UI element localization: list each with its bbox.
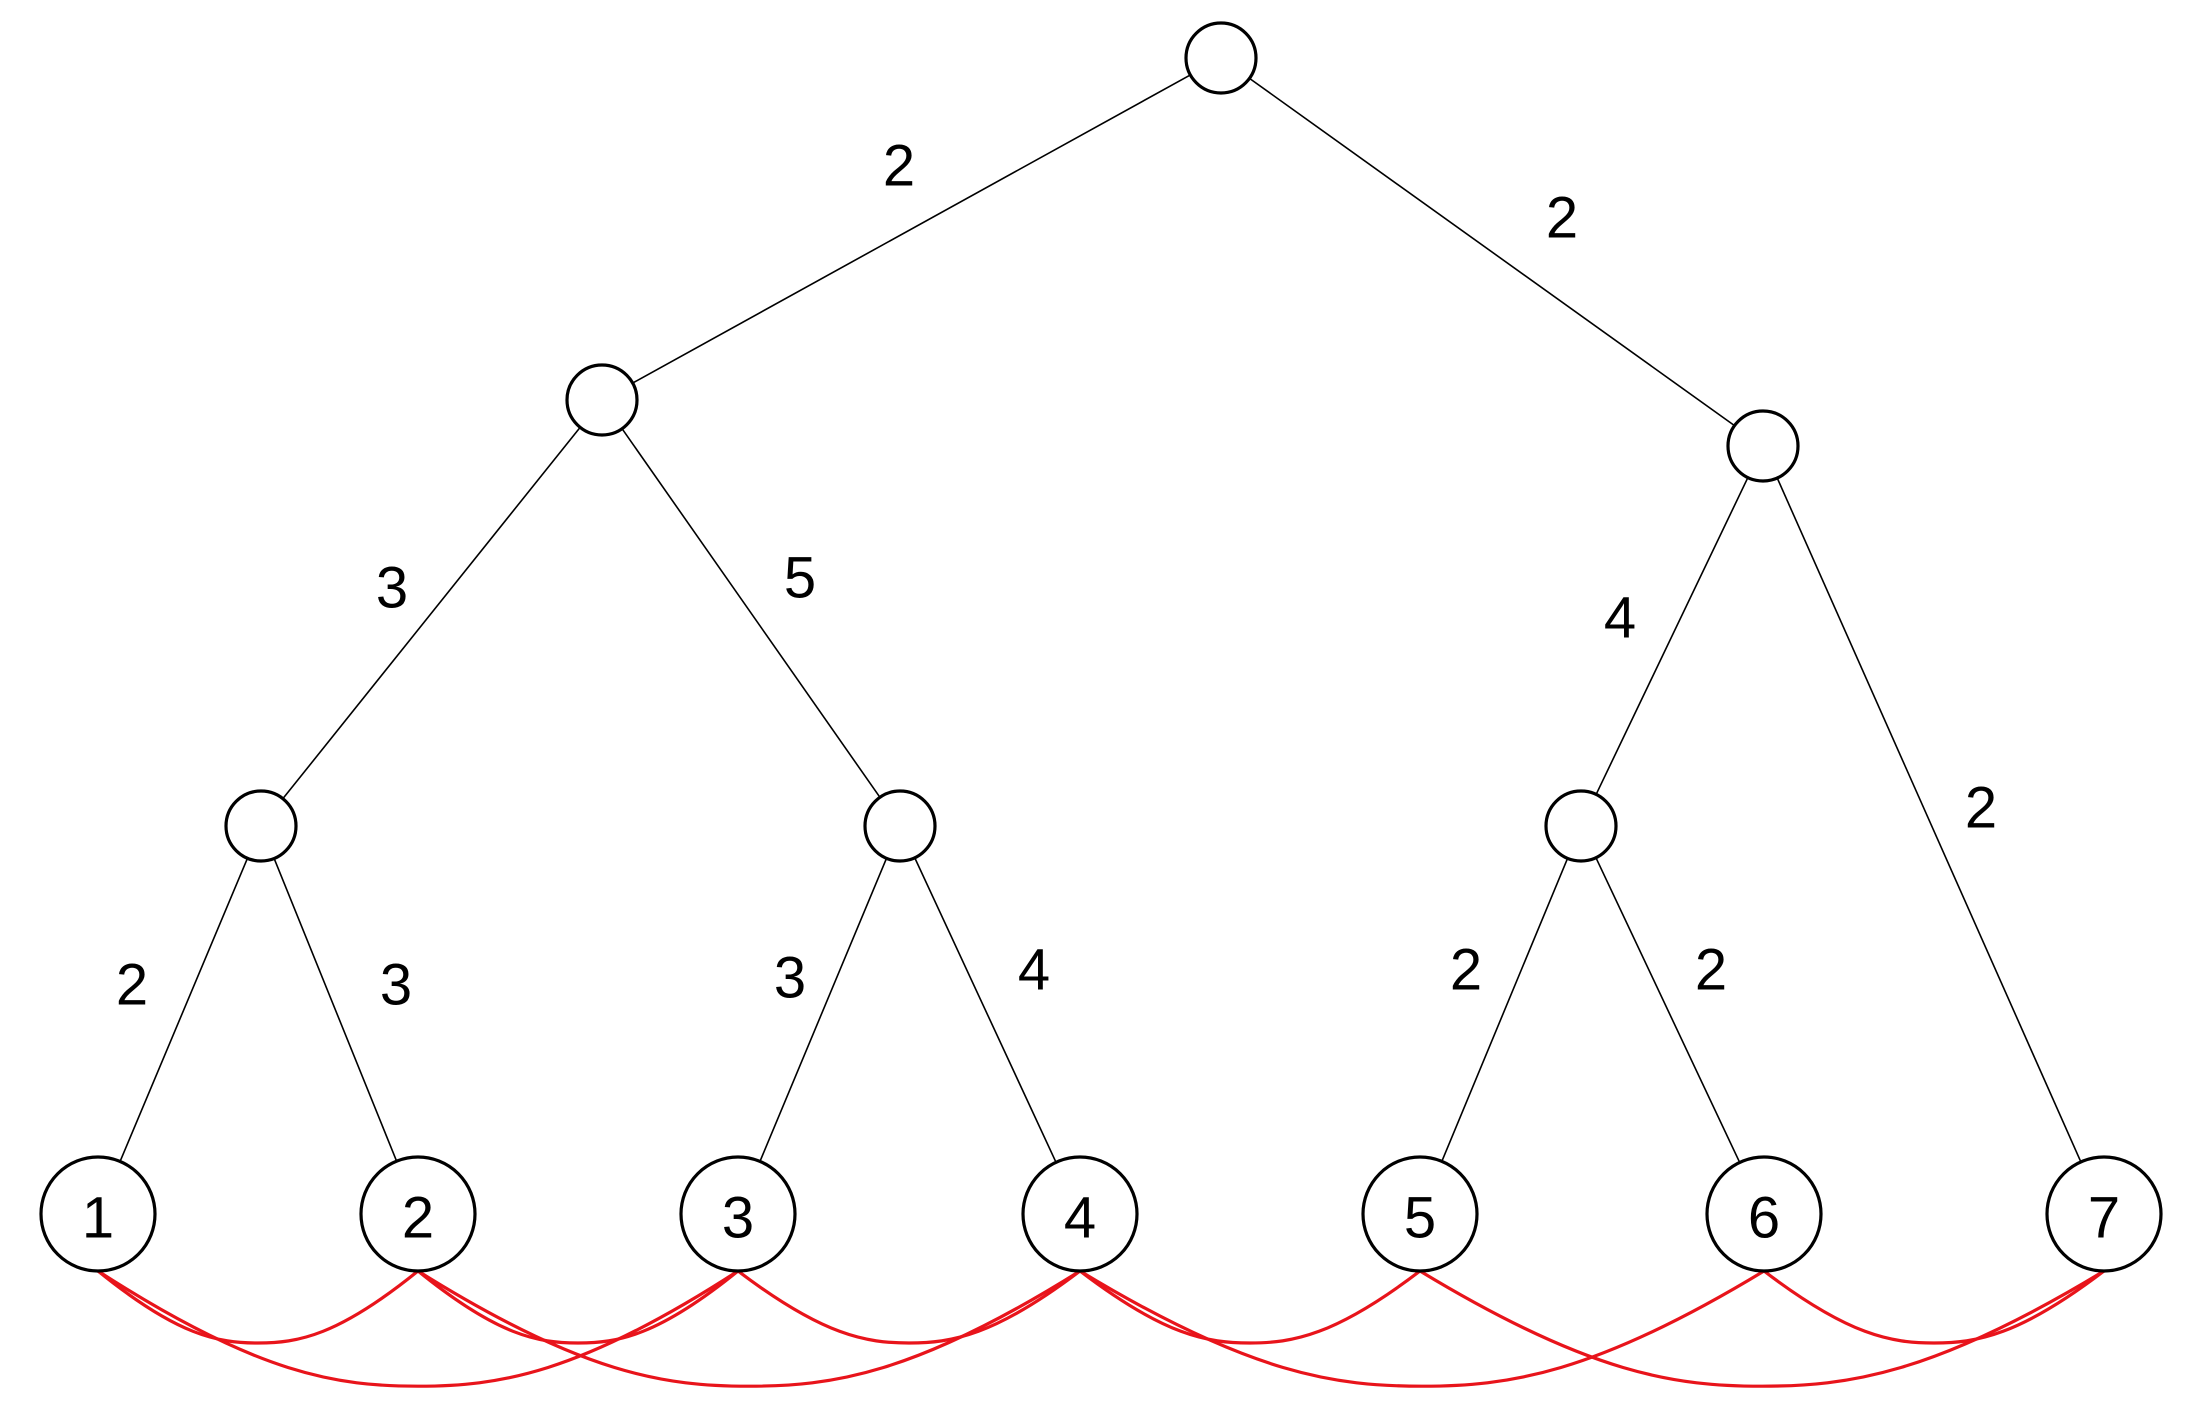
edge-weight-labels: 2 2 3 5 4 2 2 3 3 4 2 2: [116, 134, 1997, 1018]
edge-weight-root-R: 2: [1546, 186, 1578, 251]
edge-weight-R-RL: 4: [1604, 586, 1636, 651]
leaf-node-leaf5: [1361, 1155, 1479, 1273]
internal-node-LR: [863, 789, 937, 863]
leaf-label-3: 3: [722, 1186, 754, 1251]
leaf-node-leaf1: [39, 1155, 157, 1273]
leaf-label-4: 4: [1064, 1186, 1096, 1251]
edge-weight-LR-leaf3: 3: [774, 946, 806, 1011]
edge-RL-leaf5: [1441, 858, 1569, 1162]
edge-weight-LL-leaf2: 3: [380, 953, 412, 1018]
edge-LL-leaf1: [119, 857, 249, 1162]
edge-LL-leaf2: [273, 858, 398, 1162]
leaf-node-leaf6: [1705, 1155, 1823, 1273]
edge-LR-leaf3: [759, 857, 888, 1162]
edge-weight-L-LL: 3: [376, 556, 408, 621]
leaf-label-6: 6: [1748, 1186, 1780, 1251]
leaf-arc-4-5: [1079, 1269, 1421, 1345]
edge-weight-RL-leaf5: 2: [1450, 938, 1482, 1003]
tree-edges: [119, 74, 2082, 1163]
leaf-arc-6-7: [1763, 1269, 2105, 1345]
internal-node-LL: [224, 789, 298, 863]
leaf-label-7: 7: [2088, 1186, 2120, 1251]
edge-LR-leaf4: [914, 857, 1057, 1163]
edge-root-L: [632, 74, 1191, 384]
leaf-label-2: 2: [402, 1186, 434, 1251]
leaf-label-5: 5: [1404, 1186, 1436, 1251]
edge-L-LL: [282, 426, 581, 800]
edge-R-leaf7: [1776, 477, 2082, 1163]
edge-L-LR: [621, 428, 881, 798]
edge-weight-LL-leaf1: 2: [116, 953, 148, 1018]
leaf-arc-1-3: [97, 1269, 739, 1388]
edge-weight-R-leaf7: 2: [1965, 776, 1997, 841]
internal-node-RL: [1544, 789, 1618, 863]
internal-node-R: [1726, 409, 1800, 483]
leaf-arc-5-7: [1419, 1269, 2105, 1388]
leaf-label-1: 1: [82, 1186, 114, 1251]
edge-R-RL: [1595, 477, 1749, 795]
leaf-arc-3-4: [737, 1269, 1081, 1345]
internal-node-root: [1184, 21, 1258, 95]
edge-weight-RL-leaf6: 2: [1695, 938, 1727, 1003]
leaf-connection-arcs: [96, 1269, 2105, 1388]
leaf-node-leaf3: [679, 1155, 797, 1273]
edge-weight-LR-leaf4: 4: [1018, 938, 1050, 1003]
leaf-node-leaf2: [359, 1155, 477, 1273]
leaf-node-leaf4: [1021, 1155, 1139, 1273]
edge-RL-leaf6: [1595, 857, 1741, 1163]
leaf-arc-4-6: [1079, 1269, 1765, 1388]
leaf-node-leaf7: [2045, 1155, 2163, 1273]
tree-nodes: 1 2 3 4 5 6 7: [39, 21, 2163, 1273]
internal-node-L: [565, 363, 639, 437]
leaf-arc-2-4: [417, 1269, 1081, 1388]
edge-root-R: [1248, 77, 1736, 427]
leaf-arc-1-2: [96, 1269, 420, 1345]
leaf-arc-2-3: [416, 1269, 740, 1345]
edge-weight-L-LR: 5: [784, 546, 816, 611]
edge-weight-root-L: 2: [883, 134, 915, 199]
